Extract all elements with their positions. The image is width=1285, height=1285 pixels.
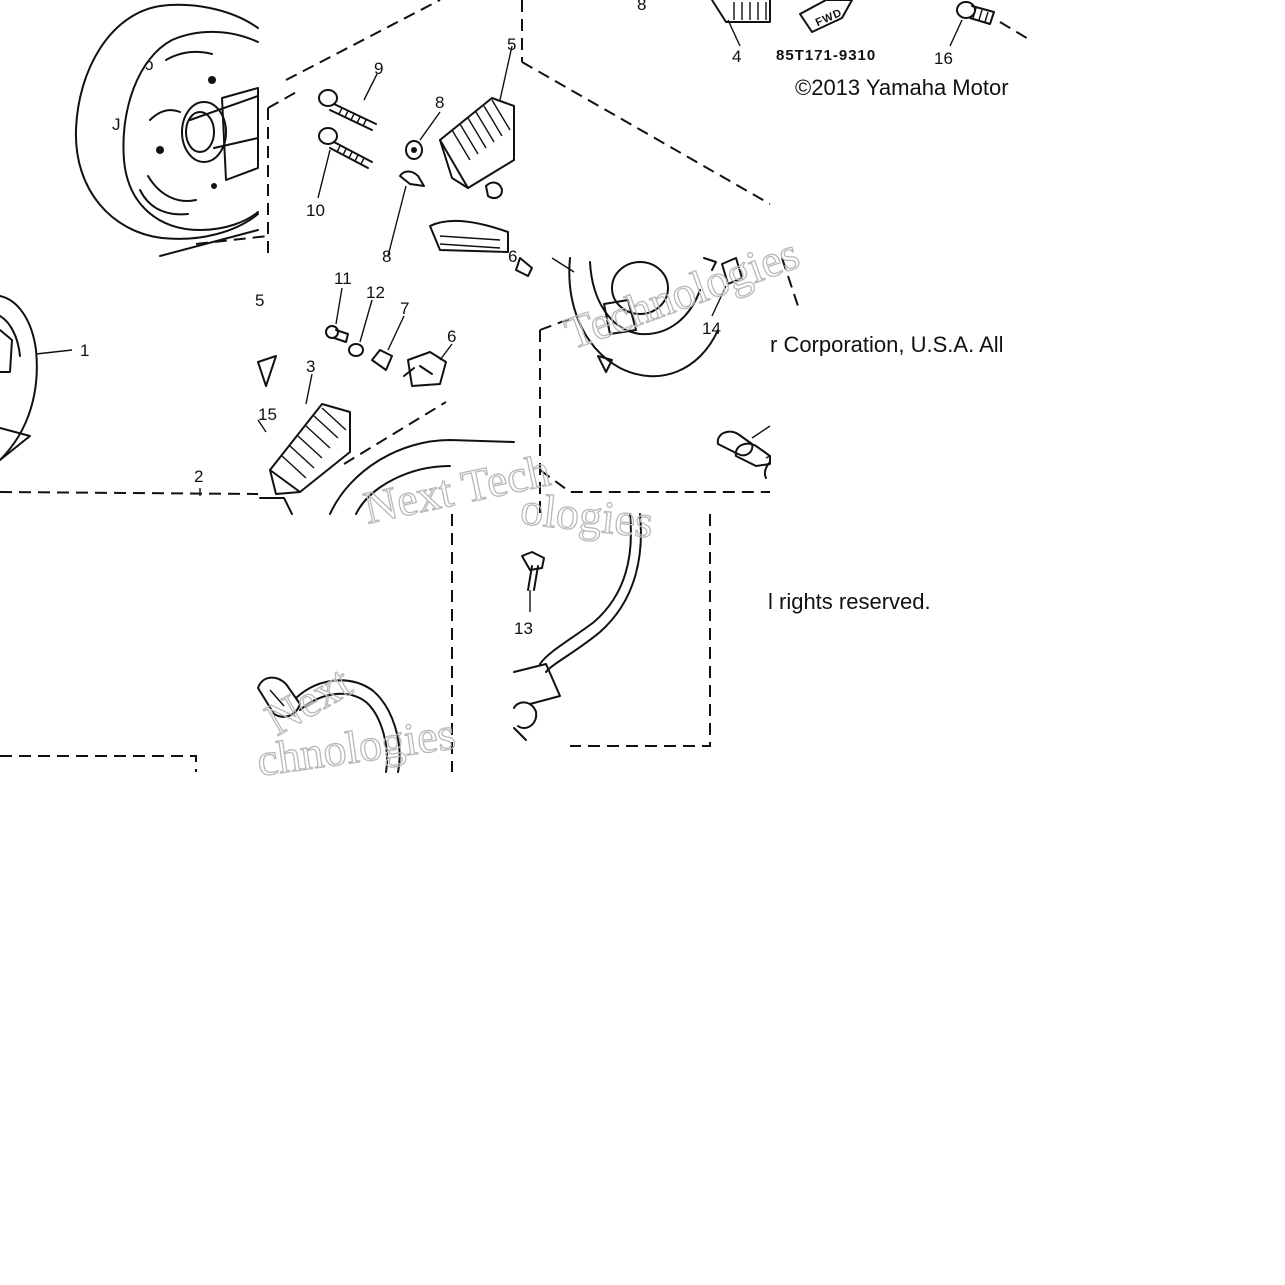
callout-7: 7 [400,299,409,318]
bolt-16 [949,1,1031,47]
stator-base-plate [515,257,799,514]
callout-14: 14 [702,319,721,338]
callout-8-top: 8 [637,0,646,14]
lead-wire-terminal [513,513,642,741]
wire-lead-plug [257,676,401,773]
callout-15: 15 [258,405,277,424]
bolt-9 [318,73,378,131]
tile-top-middle [195,0,515,258]
tile-bottom-right [513,513,711,747]
flywheel-rotor: ɔ J [74,3,259,257]
pulser-coil-6 [403,343,453,387]
callout-10: 10 [306,201,325,220]
callout-13: 13 [514,619,533,638]
screw-14 [711,257,743,317]
callout-4: 4 [732,47,741,66]
callout-11: 11 [334,269,352,288]
part-code: 85T171-9310 [776,47,876,64]
bolt-11 [325,287,349,343]
tile-top-right: FWD [521,0,1031,205]
copyright-line-1: ©2013 Yamaha Motor [795,77,1009,99]
tile-bottom-center [257,514,453,773]
copyright-line-2: r Corporation, U.S.A. All [770,334,1004,356]
callout-9: 9 [374,59,383,78]
callout-6: 6 [447,327,456,346]
svg-text:J: J [112,115,121,134]
partial-label-8: 8 [382,247,391,266]
charge-coil-5 [439,45,515,189]
callout-2: 2 [194,467,203,486]
callout-8: 8 [435,93,444,112]
fwd-arrow-decal: FWD [799,0,853,33]
tile-mid-center [257,287,515,515]
callout-16: 16 [934,49,953,68]
screw-13 [521,551,545,612]
tile-bottom-left [0,755,197,772]
callout-1: 1 [80,341,89,360]
svg-text:FWD: FWD [814,7,845,29]
partial-label-6: 6 [508,247,517,266]
callout-labels: 1 2 3 4 5 6 7 8 8 9 10 11 12 13 14 15 16… [80,0,953,638]
copyright-line-3: l rights reserved. [768,589,931,614]
bolt-10 [317,127,373,199]
svg-text:ɔ: ɔ [145,55,154,74]
partial-label-5: 5 [255,291,264,310]
ignition-coil-3 [269,373,351,495]
washer-8 [405,111,441,160]
washer-12 [348,299,373,357]
callout-3: 3 [306,357,315,376]
callout-12: 12 [366,283,385,302]
clamp-7 [371,315,405,371]
wire-connectors [716,425,771,467]
callout-5: 5 [507,35,516,54]
tile-mid-left [0,295,259,496]
watermark: Next Tech Technologies Next chnologies o… [253,227,806,787]
